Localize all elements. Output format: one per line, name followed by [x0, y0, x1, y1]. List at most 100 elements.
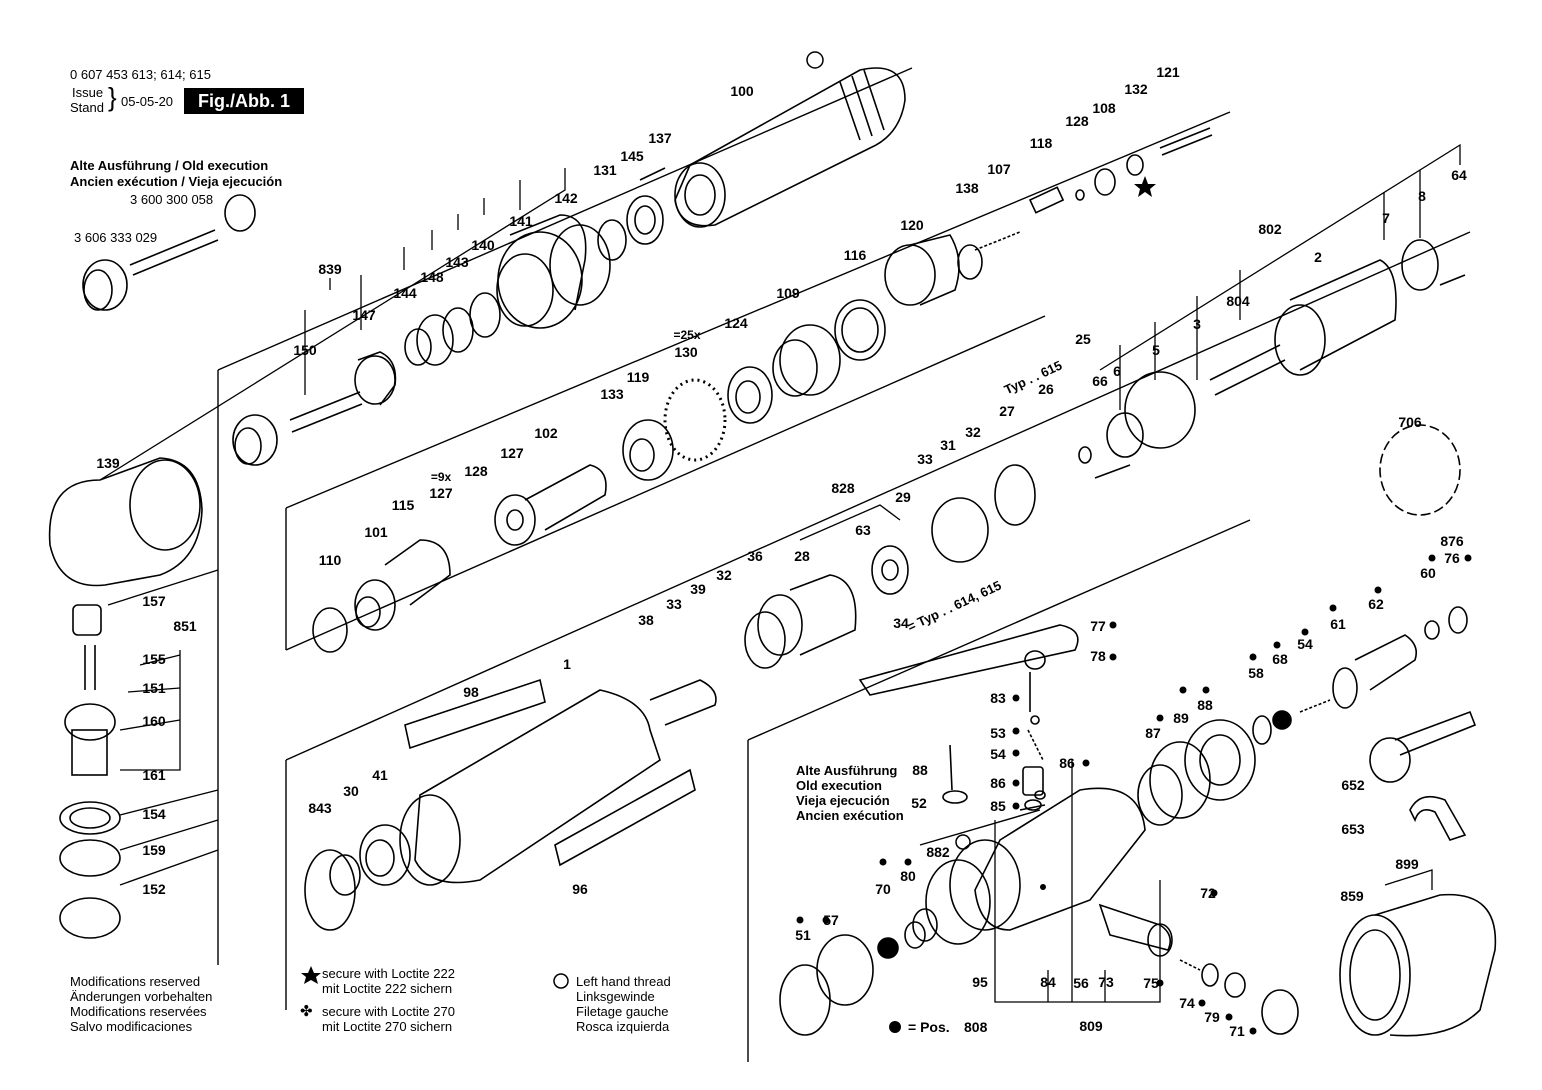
part-label: 100 [730, 83, 754, 99]
part-label: 899 [1395, 856, 1419, 872]
part-label: 6 [1113, 363, 1121, 379]
part-label: 39 [690, 581, 706, 597]
part-label: 1 [563, 656, 571, 672]
part-label: 145 [620, 148, 644, 164]
part-label: 137 [648, 130, 672, 146]
part-label: 29 [895, 489, 911, 505]
part-label: 843 [308, 800, 332, 816]
part-numbers: 0 607 453 613; 614; 615 [70, 67, 211, 82]
part-label: 142 [554, 190, 578, 206]
old-part-b: 3 606 333 029 [74, 230, 158, 245]
part-label: 74 [1179, 995, 1195, 1011]
part-label: 127 [429, 485, 453, 501]
panel-borders [217, 67, 1471, 1062]
part-label: 33 [917, 451, 933, 467]
part-label: 8 [1418, 188, 1426, 204]
part-label: 132 [1124, 81, 1148, 97]
old-execution-line1: Alte Ausführung / Old execution [70, 158, 269, 173]
part-label: 157 [142, 593, 166, 609]
part-label: 7 [1382, 210, 1390, 226]
part-label: 36 [747, 548, 763, 564]
part-label: 148 [420, 269, 444, 285]
stand-label: Stand [70, 100, 104, 115]
part-label: 28 [794, 548, 810, 564]
part-label: 133 [600, 386, 624, 402]
part-label: 73 [1098, 974, 1114, 990]
part-label: 83 [990, 690, 1006, 706]
part-label: 72 [1200, 885, 1216, 901]
issue-label: Issue [72, 85, 104, 100]
part-label: 152 [142, 881, 166, 897]
part-label: 108 [1092, 100, 1116, 116]
part-label: 53 [990, 725, 1006, 741]
part-label: 31 [940, 437, 956, 453]
loctite270-icon: ✤ [300, 1003, 313, 1020]
old-execution-mid-1: Alte Ausführung [796, 763, 898, 778]
part-label: 57 [823, 912, 839, 928]
part-label: 876 [1440, 533, 1464, 549]
part-label: 159 [142, 842, 166, 858]
part-label: 3 [1193, 316, 1201, 332]
part-label: 839 [318, 261, 342, 277]
part-label: 84 [1040, 974, 1056, 990]
part-label: 139 [96, 455, 120, 471]
part-label: 68 [1272, 651, 1288, 667]
part-label: 851 [173, 618, 197, 634]
pinion-top-left [82, 229, 219, 311]
part-label: =25x [673, 328, 701, 342]
part-label: 88 [912, 762, 928, 778]
loctite270-1: secure with Loctite 270 [322, 1004, 455, 1019]
part-label: 653 [1341, 821, 1365, 837]
part-label: 121 [1156, 64, 1180, 80]
part-label: 150 [293, 342, 317, 358]
housing-100 [674, 67, 906, 228]
part-label: 147 [352, 307, 376, 323]
part-label: 118 [1029, 135, 1053, 151]
part-label: 151 [142, 680, 166, 696]
part-label: 66 [1092, 373, 1108, 389]
loctite222-2: mit Loctite 222 sichern [322, 981, 453, 996]
part-label: 101 [364, 524, 388, 540]
part-label: 54 [990, 746, 1006, 762]
part-label: 828 [831, 480, 855, 496]
part-label: 34 [893, 615, 909, 631]
part-label: 86 [1059, 755, 1075, 771]
modifications-2: Änderungen vorbehalten [70, 989, 213, 1004]
loctite222-1: secure with Loctite 222 [322, 966, 455, 981]
part-label: 33 [666, 596, 682, 612]
part-label: 61 [1330, 616, 1346, 632]
part-label: 2 [1314, 249, 1322, 265]
part-label: 86 [990, 775, 1006, 791]
part-label: 809 [1079, 1018, 1103, 1034]
part-label: 70 [875, 881, 891, 897]
part-label: 115 [391, 497, 415, 513]
part-label: 52 [911, 795, 927, 811]
part-label: 85 [990, 798, 1006, 814]
part-label: 26 [1038, 381, 1054, 397]
part-label: 120 [900, 217, 924, 233]
part-label: 141 [509, 213, 533, 229]
old-part-a: 3 600 300 058 [130, 192, 214, 207]
part-label: 119 [626, 369, 650, 385]
part-label: 75 [1143, 975, 1159, 991]
part-label: 128 [1065, 113, 1089, 129]
old-execution-mid-3: Vieja ejecución [796, 793, 890, 808]
part-label: 77 [1090, 618, 1106, 634]
part-label: 116 [843, 247, 867, 263]
part-label: 32 [965, 424, 981, 440]
old-execution-mid-4: Ancien exécution [796, 808, 904, 823]
pos-value: 808 [964, 1019, 988, 1035]
part-label: 802 [1258, 221, 1282, 237]
part-label: 127 [500, 445, 524, 461]
part-label: 71 [1229, 1023, 1245, 1039]
modifications-4: Salvo modificaciones [70, 1019, 193, 1034]
part-label: 54 [1297, 636, 1313, 652]
part-label: 58 [1248, 665, 1264, 681]
part-label: 32 [716, 567, 732, 583]
part-label: 87 [1145, 725, 1161, 741]
old-execution-mid-2: Old execution [796, 778, 882, 793]
modifications-3: Modifications reservées [70, 1004, 207, 1019]
part-label: 102 [534, 425, 558, 441]
issue-brace: } [108, 82, 117, 112]
